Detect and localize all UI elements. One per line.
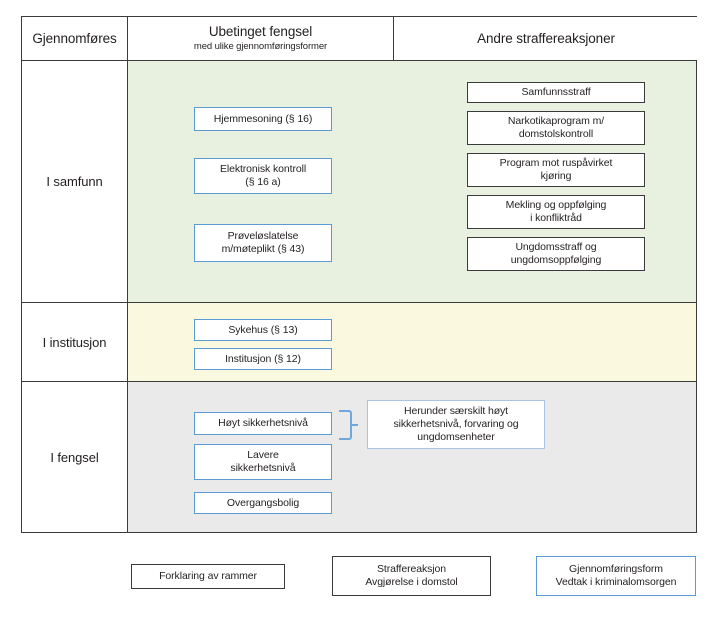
row-label-i-institusjon: I institusjon — [22, 303, 128, 381]
node-program-ruspavirket-kjoring[interactable]: Program mot ruspåvirket kjøring — [467, 153, 645, 187]
row-body-i-institusjon: Sykehus (§ 13) Institusjon (§ 12) — [128, 303, 696, 381]
row-i-samfunn: I samfunn Hjemmesoning (§ 16) Elektronis… — [22, 61, 696, 303]
legend-item-gjennomforingsform[interactable]: Gjennomføringsform Vedtak i kriminalomso… — [536, 556, 696, 596]
row-body-i-fengsel: Høyt sikkerhetsnivå Lavere sikkerhetsniv… — [128, 382, 696, 532]
node-institusjon[interactable]: Institusjon (§ 12) — [194, 348, 332, 370]
node-mekling-konfliktrad[interactable]: Mekling og oppfølging i konfliktråd — [467, 195, 645, 229]
node-samfunnsstraff[interactable]: Samfunnsstraff — [467, 82, 645, 103]
program-overview-table: Gjennomføres Ubetinget fengsel med ulike… — [21, 16, 698, 533]
node-ungdomsstraff[interactable]: Ungdomsstraff og ungdomsoppfølging — [467, 237, 645, 271]
node-annotation-herunder[interactable]: Herunder særskilt høyt sikkerhetsnivå, f… — [367, 400, 545, 449]
legend-item-forklaring-av-rammer[interactable]: Forklaring av rammer — [131, 564, 285, 589]
header-cell-ubetinget-fengsel: Ubetinget fengsel med ulike gjennomførin… — [128, 17, 394, 60]
bracket-tick-icon — [351, 424, 358, 426]
legend: Forklaring av rammer Straffereaksjon Avg… — [0, 551, 719, 601]
row-label-i-fengsel: I fengsel — [22, 382, 128, 532]
node-narkotikaprogram[interactable]: Narkotikaprogram m/ domstolskontroll — [467, 111, 645, 145]
row-label-i-samfunn: I samfunn — [22, 61, 128, 302]
node-overgangsbolig[interactable]: Overgangsbolig — [194, 492, 332, 514]
legend-item-straffereaksjon[interactable]: Straffereaksjon Avgjørelse i domstol — [332, 556, 491, 596]
node-elektronisk-kontroll[interactable]: Elektronisk kontroll (§ 16 a) — [194, 158, 332, 194]
row-i-fengsel: I fengsel Høyt sikkerhetsnivå Lavere sik… — [22, 382, 696, 532]
node-hjemmesoning[interactable]: Hjemmesoning (§ 16) — [194, 107, 332, 131]
header-cell-gjennomfores: Gjennomføres — [22, 17, 128, 60]
header-label-andre-straffereaksjoner: Andre straffereaksjoner — [477, 30, 615, 46]
table-header-row: Gjennomføres Ubetinget fengsel med ulike… — [22, 17, 698, 61]
header-sublabel-gjennomforingsformer: med ulike gjennomføringsformer — [193, 41, 328, 52]
node-hoyt-sikkerhetsniva[interactable]: Høyt sikkerhetsnivå — [194, 412, 332, 435]
header-label-ubetinget-fengsel: Ubetinget fengsel — [208, 24, 313, 39]
node-provelosslatelse[interactable]: Prøveløslatelse m/møteplikt (§ 43) — [194, 224, 332, 262]
header-label-gjennomfores: Gjennomføres — [32, 30, 117, 46]
node-lavere-sikkerhetsniva[interactable]: Lavere sikkerhetsnivå — [194, 444, 332, 480]
row-body-i-samfunn: Hjemmesoning (§ 16) Elektronisk kontroll… — [128, 61, 696, 302]
header-cell-andre-straffereaksjoner: Andre straffereaksjoner — [394, 17, 698, 60]
node-sykehus[interactable]: Sykehus (§ 13) — [194, 319, 332, 341]
row-i-institusjon: I institusjon Sykehus (§ 13) Institusjon… — [22, 303, 696, 382]
